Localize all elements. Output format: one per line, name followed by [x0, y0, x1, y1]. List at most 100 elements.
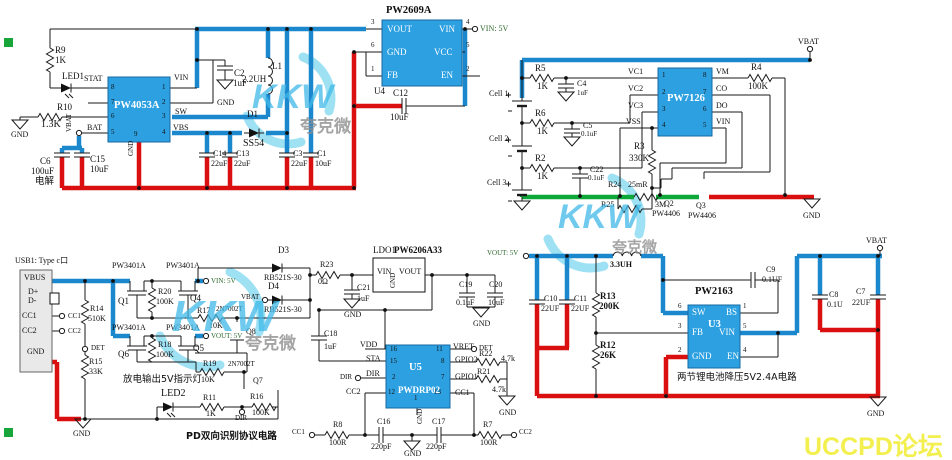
c22-ref: C22: [590, 165, 604, 174]
ic-pw4053a-body: [107, 76, 171, 143]
pw2609a-pad-vout: VOUT: [387, 24, 412, 34]
term-cc2-u5: CC2: [519, 428, 532, 436]
u5-pin11: 11: [436, 345, 443, 353]
pw7126-pin2: 2: [662, 88, 666, 96]
watermark-kkw-1: KKW: [252, 78, 334, 116]
q8-ref: Q8: [246, 327, 256, 336]
ic-pw7126-title: PW7126: [667, 93, 705, 104]
pw7126-pin5: 5: [703, 121, 707, 129]
c5-val: 0.1uF: [581, 130, 598, 138]
gnd-label-c2: GND: [217, 98, 235, 107]
c11-val: 22UF: [571, 304, 590, 313]
q4-ref: Q4: [190, 293, 201, 303]
pw4053a-pin8: 8: [111, 83, 115, 91]
term-vout5v-q5: VOUT: 5V: [211, 332, 243, 340]
r13-val: 200K: [599, 301, 620, 311]
pw6206-pad-gnd: GND: [389, 272, 397, 288]
r17-ref: R17: [197, 306, 211, 315]
pw4053a-pin4: 4: [162, 128, 166, 136]
c6-note: 电解: [35, 176, 55, 187]
c13-val: 22uF: [234, 159, 251, 168]
d3-ref: D3: [278, 245, 289, 255]
c6-val: 100uF: [31, 166, 55, 176]
c4-val: 1uF: [577, 89, 588, 97]
u3-pad-en: EN: [727, 351, 739, 361]
pw7126-pin4: 4: [662, 121, 666, 129]
r25-ref: R25: [601, 200, 615, 209]
watermark-kkw-3: KKW: [172, 292, 278, 341]
u5-pad-dir: DIR: [366, 369, 380, 378]
pw7126-pin8: 8: [703, 71, 707, 79]
q3-ref: Q3: [696, 201, 706, 210]
l2-val: 3.3UH: [610, 260, 632, 269]
c9-ref: C9: [766, 265, 776, 274]
r10-val: 1.3K: [41, 119, 61, 130]
c10-ref: C10: [544, 294, 558, 303]
pin-label-stat: STAT: [84, 74, 103, 83]
pw4053a-pin3: 3: [162, 112, 166, 120]
r24-ref: R24: [608, 180, 622, 189]
u3-pad-gnd: GND: [692, 351, 712, 361]
u5-pad-cc2: CC2: [346, 387, 361, 396]
u5-pin1-gnd: GND: [416, 408, 424, 424]
term-det-usb: DET: [91, 344, 105, 352]
u5-pin16: 16: [390, 345, 397, 353]
c16-ref: C16: [377, 417, 391, 426]
term-cc2-usb: CC2: [68, 327, 81, 335]
pw6206-pad-vout: VOUT: [399, 267, 422, 276]
gnd-label-r2122: GND: [499, 408, 517, 417]
c19-val: 0.1uF: [456, 298, 475, 307]
watermark-kkw-2: KKW: [558, 198, 640, 236]
usb-pad-gnd: GND: [27, 347, 45, 356]
marker-green: [4, 428, 13, 437]
pw7126-pin3: 3: [662, 105, 666, 113]
u5-pin12: 12: [388, 388, 395, 396]
r9-val: 1K: [55, 55, 66, 65]
q1-ref: Q1: [118, 296, 129, 306]
r4-val: 100K: [748, 81, 768, 91]
c1-ref: C1: [317, 149, 327, 158]
cell3-label: Cell 3: [487, 178, 507, 187]
r2-val: 1K: [537, 171, 548, 181]
r16-ref: R16: [250, 392, 264, 401]
ic-pwdrp02-body: [385, 344, 451, 409]
green-rails: [519, 194, 699, 200]
u5-pin8: 8: [441, 357, 445, 365]
gnd-label-c1617: GND: [404, 449, 422, 458]
watermark-brand-1: 夸克微: [300, 117, 351, 137]
r14-ref: R14: [90, 304, 104, 313]
d3-val: RB521S-30: [264, 273, 302, 282]
q2-ref: Q2: [664, 199, 674, 208]
u5-pad-vret: VRET: [453, 342, 474, 351]
r20-val: 100K: [156, 297, 174, 306]
u5-pad-gpio1: GPIO1: [455, 372, 478, 381]
c15-val: 10uF: [90, 164, 109, 174]
ic-pw2609a-title: PW2609A: [386, 5, 432, 16]
term-dir-usb: DIR: [235, 414, 248, 422]
r19-ref: R19: [203, 359, 217, 368]
c17-ref: C17: [432, 417, 446, 426]
term-vbat-d4: VBAT: [241, 293, 260, 301]
q8-type: 2N7002T: [216, 305, 243, 313]
r21-ref: R21: [477, 367, 491, 376]
r8-val: 100R: [329, 438, 347, 447]
u3-pin1: 1: [743, 302, 747, 310]
pw7126-pad-vin: VIN: [716, 117, 731, 126]
caption-pd-block: PD双向识别协议电路: [186, 431, 277, 442]
q7-ref: Q7: [253, 376, 263, 385]
c20-val: 10uF: [488, 298, 505, 307]
red-rails: [48, 52, 881, 422]
q4-type: PW3401A: [166, 261, 200, 270]
cell1-label: Cell 1: [489, 89, 509, 98]
r17-val: 10K: [209, 321, 223, 330]
c18-ref: C18: [324, 329, 338, 338]
l1-ref: L1: [272, 61, 282, 71]
usb-pad-cc1: CC1: [22, 311, 37, 320]
usb-pad-vbus: VBUS: [24, 273, 46, 282]
usb-connector-body: [19, 269, 53, 373]
forum-badge: UCCPD论坛: [804, 433, 943, 460]
u5-pin13: 13: [434, 388, 441, 396]
net-vbat-vertical: VBAT: [65, 113, 73, 132]
pw4053a-pin5: 5: [111, 128, 115, 136]
u5-refdes: U5: [409, 362, 422, 373]
